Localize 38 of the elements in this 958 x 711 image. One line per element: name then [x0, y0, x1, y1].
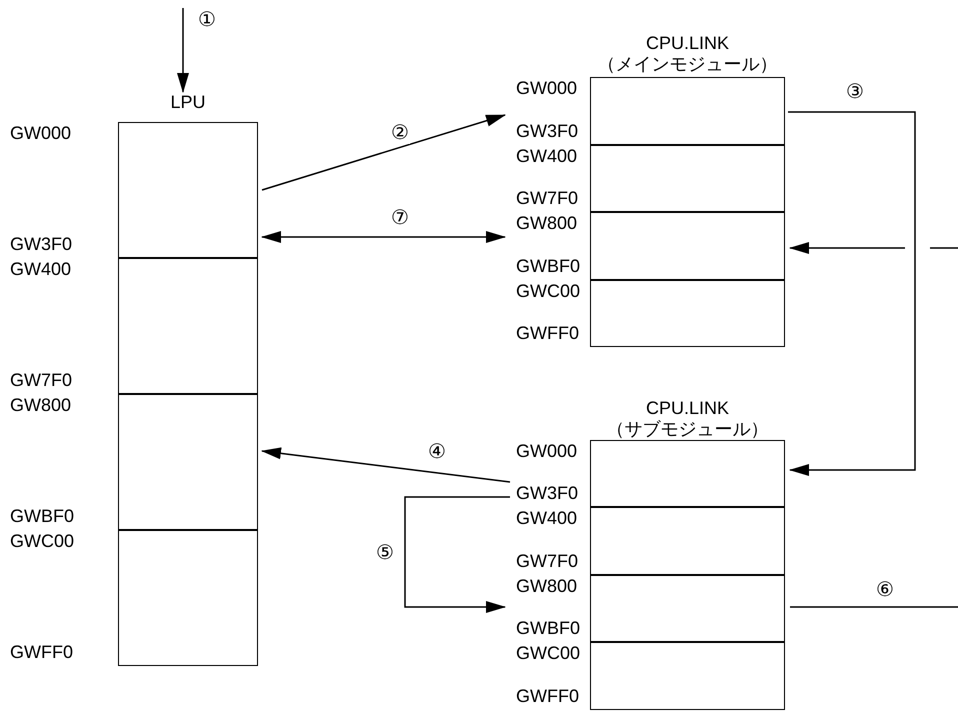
- arrow: [177, 8, 189, 93]
- address-label: GWFF0: [10, 642, 73, 662]
- address-label: GW7F0: [10, 370, 72, 390]
- address-label: GW7F0: [516, 551, 578, 571]
- arrow: [262, 114, 506, 191]
- address-label: GW800: [516, 576, 578, 596]
- arrow: [261, 231, 506, 243]
- module-heading: CPU.LINK: [644, 33, 730, 54]
- address-label: GW400: [516, 508, 578, 528]
- address-label: GW400: [10, 259, 72, 279]
- module-heading: （サブモジュール）: [606, 419, 770, 440]
- address-label: GWBF0: [10, 506, 74, 526]
- address-label: GWC00: [516, 281, 580, 301]
- address-label: GW3F0: [10, 234, 72, 254]
- address-label: GWFF0: [516, 686, 579, 706]
- arrow: [789, 242, 958, 254]
- address-label: GW800: [10, 395, 72, 415]
- address-label: GW400: [516, 146, 578, 166]
- address-label: GWC00: [516, 643, 580, 663]
- address-label: GWFF0: [516, 323, 579, 343]
- arrow: [788, 111, 916, 476]
- address-label: GW000: [516, 441, 578, 461]
- address-label: GW800: [516, 213, 578, 233]
- module-heading: LPU: [169, 92, 206, 113]
- address-label: GW000: [10, 123, 72, 143]
- address-label: GW7F0: [516, 188, 578, 208]
- module-heading: （メインモジュール）: [596, 54, 778, 75]
- arrow: [404, 496, 510, 613]
- address-label: GWBF0: [516, 618, 580, 638]
- module-heading: CPU.LINK: [644, 398, 730, 419]
- address-label: GW3F0: [516, 483, 578, 503]
- step-number: ②: [390, 122, 410, 144]
- address-label: GWBF0: [516, 256, 580, 276]
- connector-line: [790, 606, 958, 608]
- address-label: GW3F0: [516, 121, 578, 141]
- address-label: GW000: [516, 78, 578, 98]
- arrow: [261, 447, 510, 483]
- address-label: GWC00: [10, 531, 74, 551]
